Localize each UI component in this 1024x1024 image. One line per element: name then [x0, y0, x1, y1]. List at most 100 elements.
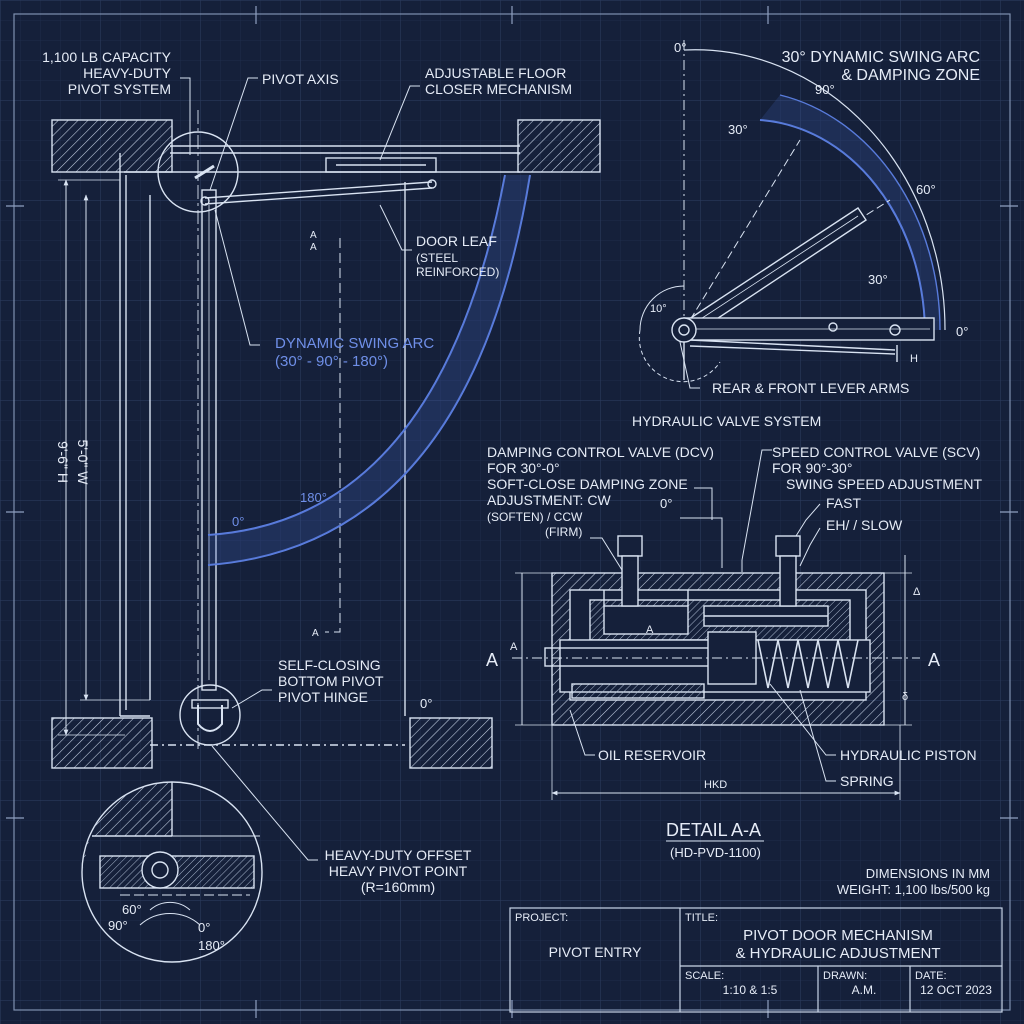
spring-label: SPRING	[840, 773, 894, 789]
svg-text:(30° - 90° - 180°): (30° - 90° - 180°)	[275, 353, 388, 370]
svg-text:DRAWN:: DRAWN:	[823, 970, 867, 982]
height-dimension: 9'-6" H	[55, 441, 71, 483]
svg-text:SELF-CLOSING: SELF-CLOSING	[278, 657, 381, 673]
valve-section-marks: A A A A Δ δ	[486, 586, 940, 703]
svg-text:A: A	[310, 242, 317, 253]
scv-valve-knob	[775, 535, 801, 557]
svg-text:DIMENSIONS IN MM: DIMENSIONS IN MM	[866, 866, 990, 881]
leader-lines-left	[180, 77, 420, 861]
svg-text:PIVOT HINGE: PIVOT HINGE	[278, 689, 368, 705]
svg-text:DATE:: DATE:	[915, 970, 947, 982]
svg-text:180°: 180°	[300, 490, 327, 505]
floor-slab-right	[409, 717, 493, 769]
svg-text:DYNAMIC SWING ARC: DYNAMIC SWING ARC	[275, 335, 434, 352]
svg-text:EH/ / SLOW: EH/ / SLOW	[826, 517, 903, 533]
svg-text:TITLE:: TITLE:	[685, 912, 718, 924]
lever-arms-label: REAR & FRONT LEVER ARMS	[712, 380, 909, 396]
svg-text:REINFORCED): REINFORCED)	[416, 265, 499, 279]
bottom-hinge-callout: SELF-CLOSING BOTTOM PIVOT PIVOT HINGE	[278, 657, 384, 705]
svg-text:ADJUSTMENT: CW: ADJUSTMENT: CW	[487, 492, 611, 508]
head-wall-left	[51, 119, 173, 173]
svg-text:1:10 & 1:5: 1:10 & 1:5	[723, 983, 778, 997]
hydraulic-piston-label: HYDRAULIC PISTON	[840, 747, 977, 763]
svg-text:HEAVY-DUTY: HEAVY-DUTY	[83, 65, 172, 81]
dcv-angle: 0°	[660, 496, 672, 511]
dcv-valve-knob	[617, 535, 643, 557]
svg-text:Δ: Δ	[913, 586, 921, 598]
detail-code: (HD-PVD-1100)	[670, 845, 761, 860]
svg-text:10°: 10°	[650, 303, 667, 315]
svg-text:SOFT-CLOSE DAMPING ZONE: SOFT-CLOSE DAMPING ZONE	[487, 476, 688, 492]
svg-text:SCALE:: SCALE:	[685, 970, 724, 982]
floor-closer-callout: ADJUSTABLE FLOOR CLOSER MECHANISM	[425, 65, 572, 97]
width-dimension: 5'-0" W	[75, 440, 91, 486]
valve-system-title: HYDRAULIC VALVE SYSTEM	[632, 413, 821, 429]
svg-text:0°: 0°	[956, 324, 968, 339]
capacity-callout: 1,100 LB CAPACITY HEAVY-DUTY PIVOT SYSTE…	[42, 49, 172, 97]
svg-text:60°: 60°	[122, 902, 142, 917]
svg-text:1,100 LB CAPACITY: 1,100 LB CAPACITY	[42, 49, 172, 65]
section-marks: A A A	[310, 230, 319, 639]
svg-text:A: A	[510, 641, 518, 653]
svg-text:A: A	[312, 628, 319, 639]
svg-text:0°: 0°	[198, 920, 210, 935]
valve-body	[512, 449, 920, 800]
svg-text:PIVOT DOOR MECHANISM: PIVOT DOOR MECHANISM	[743, 927, 933, 944]
border-ticks	[6, 6, 1018, 1018]
detail-title: DETAIL A-A	[666, 820, 761, 840]
svg-text:A: A	[928, 650, 940, 670]
svg-text:DAMPING CONTROL VALVE (DCV): DAMPING CONTROL VALVE (DCV)	[487, 444, 714, 460]
arm-detail-title: 30° DYNAMIC SWING ARC & DAMPING ZONE	[782, 49, 980, 84]
svg-text:HEAVY-DUTY OFFSET: HEAVY-DUTY OFFSET	[325, 847, 472, 863]
oil-reservoir-label: OIL RESERVOIR	[598, 747, 706, 763]
svg-text:DOOR LEAF: DOOR LEAF	[416, 233, 497, 249]
svg-text:BOTTOM PIVOT: BOTTOM PIVOT	[278, 673, 384, 689]
dcv-callout: DAMPING CONTROL VALVE (DCV) FOR 30°-0° S…	[487, 444, 714, 539]
svg-text:ADJUSTABLE FLOOR: ADJUSTABLE FLOOR	[425, 65, 566, 81]
swing-arc	[207, 174, 531, 566]
svg-text:SWING SPEED ADJUSTMENT: SWING SPEED ADJUSTMENT	[786, 476, 982, 492]
pivot-point-detail	[81, 781, 263, 963]
arm-detail-angles: 0° 90° 30° 60° 30° 0° 10°	[650, 40, 968, 339]
swing-arc-callout: DYNAMIC SWING ARC (30° - 90° - 180°)	[275, 335, 434, 370]
floor-angle-label: 0°	[420, 696, 432, 711]
svg-text:A: A	[646, 624, 654, 636]
door-elevation	[51, 110, 601, 769]
svg-text:PIVOT SYSTEM: PIVOT SYSTEM	[68, 81, 171, 97]
door-leaf	[201, 189, 217, 691]
svg-text:CLOSER MECHANISM: CLOSER MECHANISM	[425, 81, 572, 97]
svg-text:FAST: FAST	[826, 495, 861, 511]
arm-dim-mark: H	[910, 353, 918, 365]
pivot-detail-angles: 60° 90° 0° 180°	[108, 902, 225, 953]
svg-text:A: A	[486, 650, 498, 670]
svg-text:FOR 90°-30°: FOR 90°-30°	[772, 460, 852, 476]
floor-slab-left	[51, 717, 153, 769]
svg-text:FOR 30°-0°: FOR 30°-0°	[487, 460, 560, 476]
svg-text:12 OCT 2023: 12 OCT 2023	[920, 983, 992, 997]
svg-text:180°: 180°	[198, 938, 225, 953]
svg-text:(R=160mm): (R=160mm)	[361, 879, 435, 895]
svg-text:30°: 30°	[728, 122, 748, 137]
head-wall-right	[517, 119, 601, 173]
svg-text:HEAVY PIVOT POINT: HEAVY PIVOT POINT	[329, 863, 468, 879]
svg-text:δ: δ	[902, 691, 908, 703]
svg-text:90°: 90°	[815, 82, 835, 97]
valve-width-dim: HKD	[704, 779, 727, 791]
offset-pivot-callout: HEAVY-DUTY OFFSET HEAVY PIVOT POINT (R=1…	[325, 847, 472, 895]
pivot-axis-label: PIVOT AXIS	[262, 71, 339, 87]
scv-callout: SPEED CONTROL VALVE (SCV) FOR 90°-30° SW…	[772, 444, 982, 533]
svg-text:90°: 90°	[108, 918, 128, 933]
spring-coil	[757, 639, 859, 689]
svg-text:30° DYNAMIC SWING ARC: 30° DYNAMIC SWING ARC	[782, 49, 980, 66]
arm-detail	[638, 40, 946, 389]
svg-text:(SOFTEN) / CCW: (SOFTEN) / CCW	[487, 510, 583, 524]
svg-text:SPEED CONTROL VALVE (SCV): SPEED CONTROL VALVE (SCV)	[772, 444, 980, 460]
svg-text:30°: 30°	[868, 272, 888, 287]
svg-text:(STEEL: (STEEL	[416, 251, 458, 265]
svg-text:WEIGHT: 1,100 lbs/500 kg: WEIGHT: 1,100 lbs/500 kg	[837, 882, 990, 897]
door-arc-angles: 180° 0°	[232, 490, 327, 529]
svg-text:PROJECT:: PROJECT:	[515, 912, 568, 924]
svg-text:A: A	[310, 230, 317, 241]
svg-text:(FIRM): (FIRM)	[545, 525, 582, 539]
